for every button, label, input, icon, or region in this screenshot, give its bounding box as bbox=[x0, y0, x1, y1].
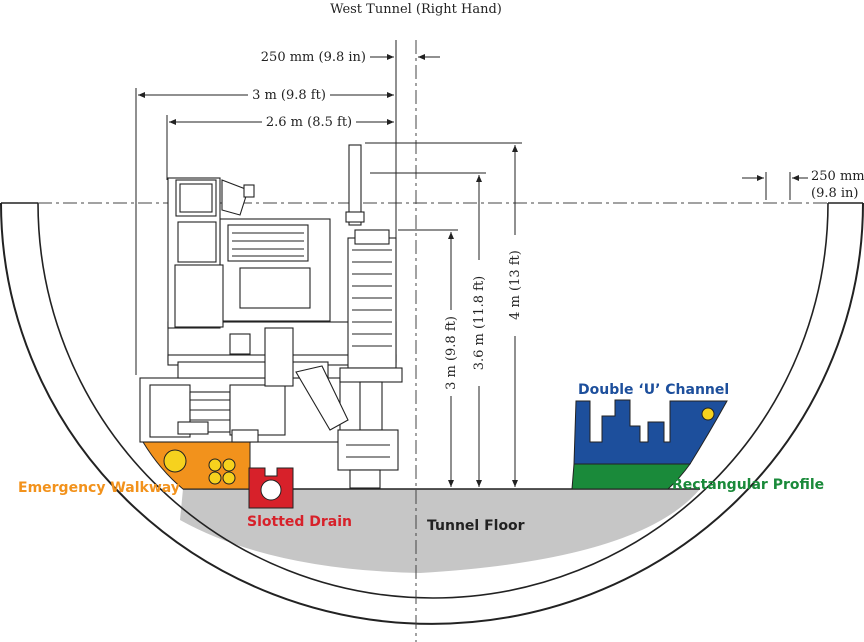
walkway-small-conduit bbox=[208, 458, 222, 472]
double-u-channel-label: Double ‘U’ Channel bbox=[578, 382, 729, 398]
dimension-250mm-right: 250 mm (9.8 in) bbox=[742, 169, 864, 201]
walkway-small-conduit bbox=[208, 471, 222, 485]
dimension-4m-height: 4 m (13 ft) bbox=[365, 142, 523, 487]
double-u-channel-block bbox=[573, 399, 728, 465]
dimension-label-250mm-top: 250 mm (9.8 in) bbox=[261, 50, 366, 65]
diagram-title: West Tunnel (Right Hand) bbox=[330, 2, 502, 17]
dimension-label-3-6m-height: 3.6 m (11.8 ft) bbox=[472, 276, 487, 371]
rectangular-profile-label: Rectangular Profile bbox=[672, 477, 824, 493]
dimension-3m-width: 3 m (9.8 ft) bbox=[135, 88, 394, 375]
walkway-small-conduit bbox=[222, 458, 236, 472]
slotted-drain-label: Slotted Drain bbox=[247, 514, 352, 530]
slotted-drain-pipe bbox=[260, 479, 282, 501]
dimension-250mm-top: 250 mm (9.8 in) bbox=[261, 40, 440, 300]
dimension-label-3m-height: 3 m (9.8 ft) bbox=[444, 316, 459, 390]
dimension-label-250mm-right-2: (9.8 in) bbox=[811, 186, 858, 201]
dimension-label-4m-height: 4 m (13 ft) bbox=[508, 250, 523, 320]
dimension-3m-height: 3 m (9.8 ft) bbox=[398, 229, 459, 487]
tunnel-floor-fill bbox=[180, 489, 700, 573]
walkway-large-conduit bbox=[163, 449, 187, 473]
tunnel-outer-wall bbox=[0, 202, 864, 625]
channel-conduit bbox=[701, 407, 715, 421]
dimension-3-6m-height: 3.6 m (11.8 ft) bbox=[370, 172, 487, 487]
rectangular-profile-block bbox=[571, 463, 691, 490]
emergency-walkway-label: Emergency Walkway bbox=[18, 480, 180, 496]
dimension-label-250mm-right-1: 250 mm bbox=[811, 169, 864, 184]
dimension-2-6m-width: 2.6 m (8.5 ft) bbox=[166, 115, 394, 180]
tunnel-floor-label: Tunnel Floor bbox=[427, 518, 525, 534]
paving-machine-illustration bbox=[139, 144, 403, 489]
dimension-label-2-6m-width: 2.6 m (8.5 ft) bbox=[266, 115, 352, 130]
tunnel-inner-wall bbox=[37, 202, 829, 599]
dimension-label-3m-width: 3 m (9.8 ft) bbox=[252, 88, 326, 103]
walkway-small-conduit bbox=[222, 471, 236, 485]
